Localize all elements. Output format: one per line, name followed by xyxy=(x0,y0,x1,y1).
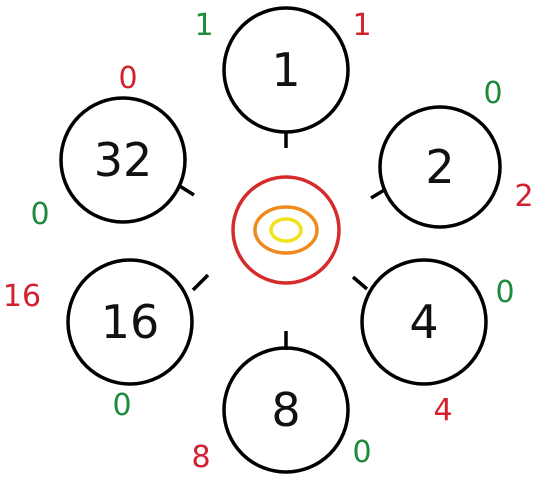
node-4-right-count: 4 xyxy=(433,393,452,428)
node-16-connector xyxy=(191,273,210,292)
node-32-top-count: 0 xyxy=(118,61,137,96)
node-1: 1 1 1 xyxy=(194,6,372,148)
target-inner-ring xyxy=(269,217,303,243)
node-8: 8 8 0 xyxy=(191,331,372,475)
node-2: 2 0 2 xyxy=(370,76,534,229)
node-32-circle xyxy=(59,96,187,224)
node-4-connector xyxy=(351,275,369,291)
target-outer-ring xyxy=(231,175,341,285)
node-1-circle xyxy=(222,6,350,134)
node-16-left-count: 16 xyxy=(3,279,41,314)
node-4-circle xyxy=(360,258,488,386)
node-2-circle xyxy=(378,105,502,229)
node-32-value: 32 xyxy=(94,133,153,187)
node-16-right-count: 0 xyxy=(112,388,131,423)
node-8-left-count: 8 xyxy=(191,440,210,475)
node-8-right-count: 0 xyxy=(352,435,371,470)
node-16-value: 16 xyxy=(101,295,160,349)
center-target xyxy=(231,175,341,285)
node-16-circle xyxy=(66,258,194,386)
node-4: 4 0 4 xyxy=(351,258,515,428)
node-4-value: 4 xyxy=(409,295,438,349)
node-8-circle xyxy=(222,346,350,474)
node-1-right-count: 1 xyxy=(352,8,371,43)
node-16: 16 16 0 xyxy=(3,258,210,423)
node-1-value: 1 xyxy=(271,43,300,97)
node-2-value: 2 xyxy=(425,140,454,194)
node-1-left-count: 1 xyxy=(194,8,213,43)
node-32-left-count: 0 xyxy=(30,197,49,232)
node-8-value: 8 xyxy=(271,383,300,437)
node-32: 32 0 0 xyxy=(30,61,195,232)
node-4-left-count: 0 xyxy=(495,275,514,310)
node-2-left-count: 0 xyxy=(483,76,502,111)
node-2-right-count: 2 xyxy=(514,179,533,214)
target-middle-ring xyxy=(253,205,319,255)
